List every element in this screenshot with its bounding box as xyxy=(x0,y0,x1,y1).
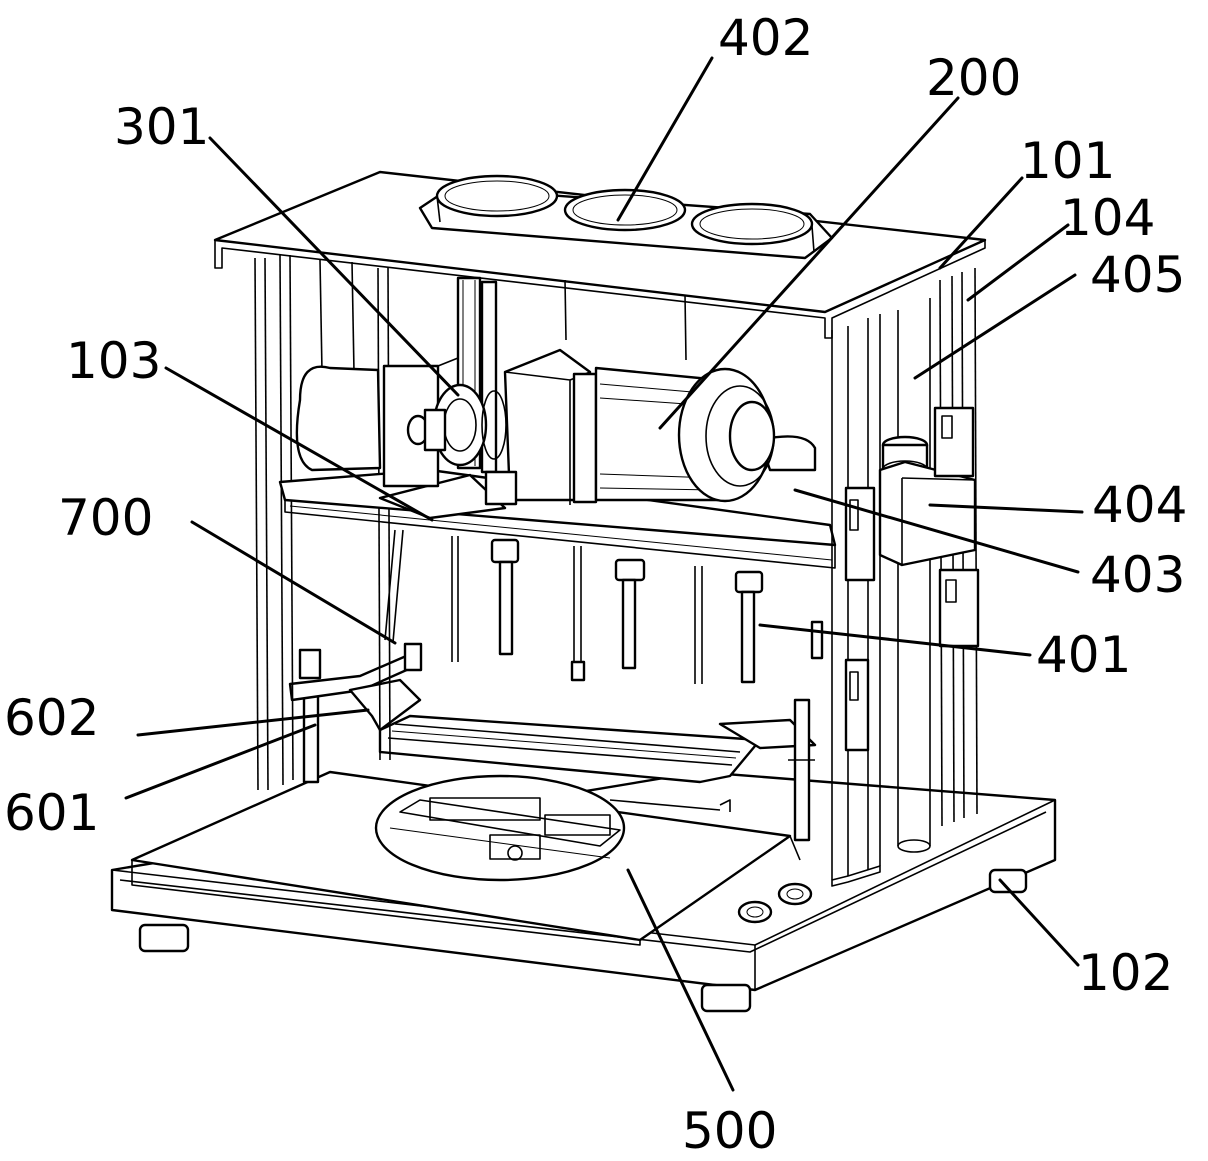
label-402: 402 xyxy=(718,9,813,67)
label-401: 401 xyxy=(1036,626,1131,684)
label-601: 601 xyxy=(4,784,99,842)
label-102: 102 xyxy=(1078,944,1173,1002)
label-103: 103 xyxy=(66,332,161,390)
probe-rods xyxy=(451,536,824,684)
vertical-rack xyxy=(382,276,498,488)
motor xyxy=(484,348,776,506)
label-404: 404 xyxy=(1092,476,1187,534)
slider-block xyxy=(844,406,980,752)
label-403: 403 xyxy=(1090,546,1185,604)
label-101: 101 xyxy=(1020,132,1115,190)
work-table xyxy=(130,770,801,946)
label-700: 700 xyxy=(58,489,153,547)
leader-lines xyxy=(124,56,1084,1092)
tray-track xyxy=(378,714,817,812)
gear xyxy=(406,383,507,467)
label-301: 301 xyxy=(114,98,209,156)
label-500: 500 xyxy=(682,1102,777,1160)
left-frame-posts xyxy=(254,254,391,791)
reference-labels: 402 200 301 101 104 405 103 700 404 403 … xyxy=(4,9,1187,1160)
left-gripper-assembly xyxy=(288,529,815,842)
label-405: 405 xyxy=(1090,246,1185,304)
back-frame xyxy=(295,259,817,472)
label-104: 104 xyxy=(1060,189,1155,247)
label-602: 602 xyxy=(4,689,99,747)
label-200: 200 xyxy=(926,49,1021,107)
